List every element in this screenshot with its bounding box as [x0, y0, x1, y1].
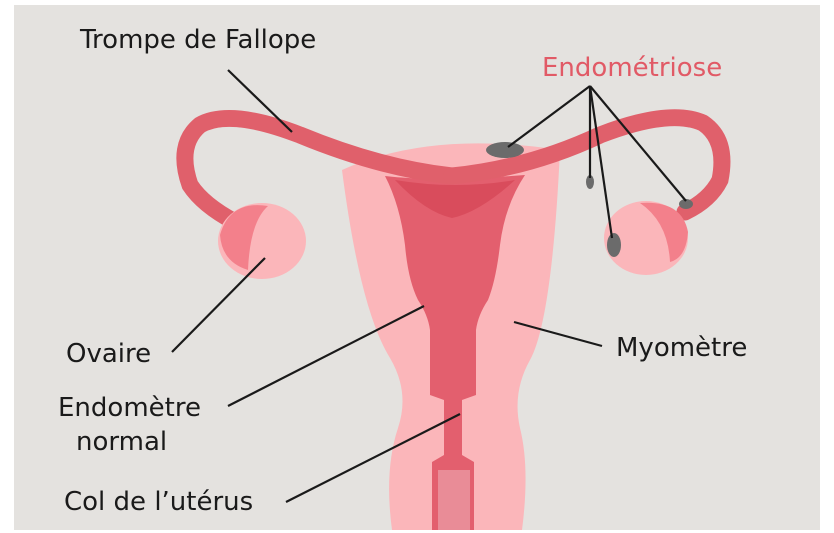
- label-ovary: Ovaire: [66, 339, 151, 369]
- endometriosis-lesion: [486, 142, 524, 158]
- label-cervix: Col de l’utérus: [64, 487, 253, 517]
- label-normal-endometrium-line1: Endomètre: [58, 393, 201, 423]
- label-myometrium: Myomètre: [616, 333, 747, 363]
- cervical-canal: [438, 470, 470, 530]
- label-endometriosis: Endométriose: [542, 53, 722, 83]
- label-fallopian-tube: Trompe de Fallope: [79, 25, 316, 55]
- endometriosis-lesion: [607, 233, 621, 257]
- label-normal-endometrium-line2: normal: [76, 427, 167, 457]
- left-ovary: [218, 203, 306, 279]
